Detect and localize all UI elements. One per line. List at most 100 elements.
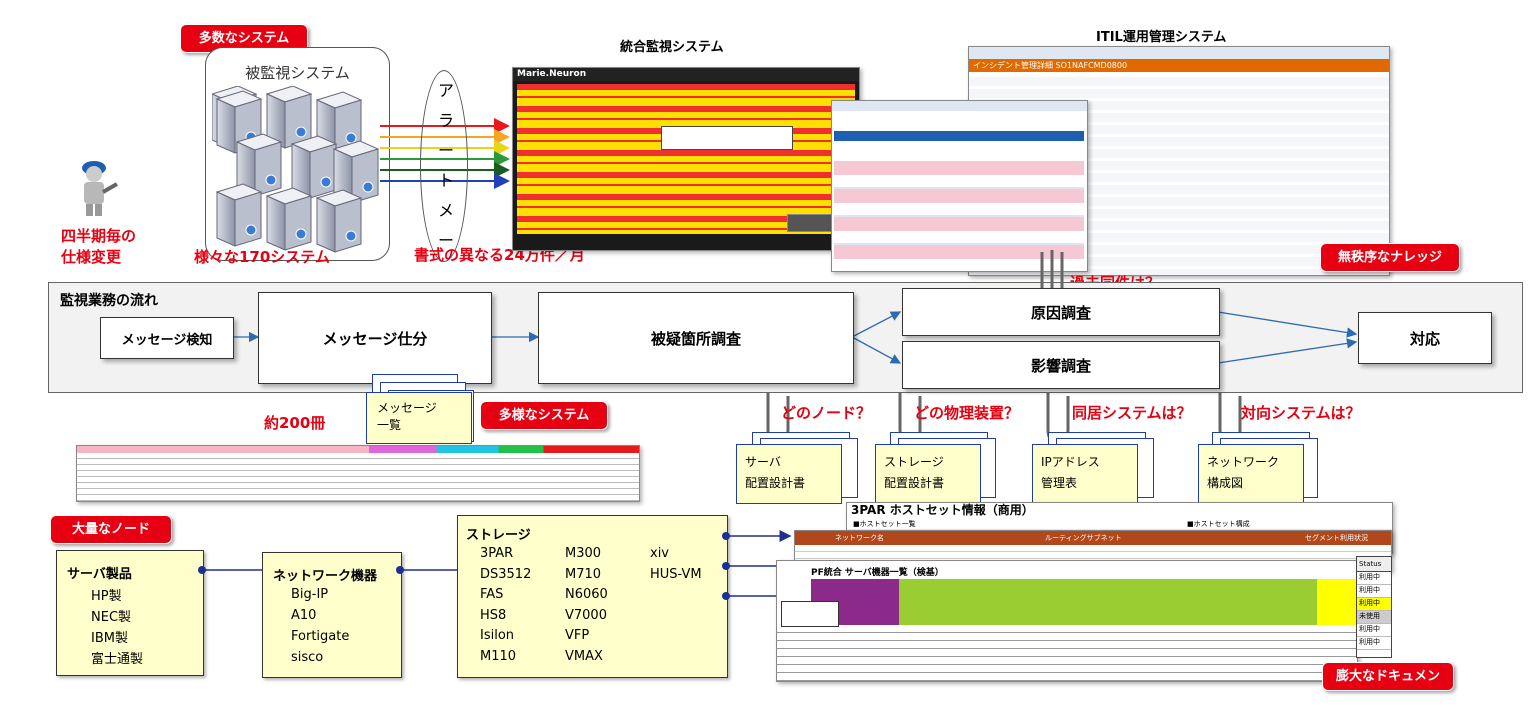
question-which-device: どの物理装置？: [914, 404, 1020, 422]
network-device-a10: A10: [291, 608, 317, 623]
server-connector-dot: [198, 566, 206, 574]
network-device-sisco: sisco: [291, 650, 324, 665]
sheet-network-h1: ネットワーク名: [835, 534, 884, 542]
message-count: 約200冊: [264, 414, 326, 432]
network-device-fortigate: Fortigate: [291, 629, 350, 644]
alert-char-6: ー: [437, 231, 454, 250]
alert-char-1: ア: [437, 81, 454, 100]
storage-item: M300: [565, 546, 602, 561]
status-row: 利用中: [1357, 598, 1391, 611]
network-devices-title: ネットワーク機器: [273, 569, 378, 584]
server-products-box: サーバ製品 HP製 NEC製 IBM製 富士通製: [56, 550, 204, 676]
tag-many-systems-mid: 多様なシステム: [480, 401, 608, 430]
integrated-monitor-header: Marie.Neuron: [513, 68, 859, 81]
doc-ip-line2: 管理表: [1041, 476, 1078, 490]
storage-item: DS3512: [480, 566, 532, 582]
monitored-systems-panel: 被監視システム: [205, 47, 390, 261]
network-devices-box: ネットワーク機器 Big-IP A10 Fortigate sisco: [262, 552, 402, 678]
alert-char-3: ー: [437, 141, 454, 160]
alert-label-text: ア ラ ー ト メ ー: [436, 76, 456, 256]
storage-col1: 3PAR DS3512 FAS HS8 Isilon M110: [480, 544, 531, 667]
sheet-3par-title: 3PAR ホストセット情報（商用）: [851, 503, 1034, 517]
message-list-line2: 一覧: [377, 418, 402, 432]
status-row: 利用中: [1357, 585, 1391, 598]
message-list-line1: メッセージ: [377, 401, 437, 415]
storage-title: ストレージ: [466, 528, 531, 543]
itil-screenshot-front: [831, 100, 1088, 272]
doc-network-line2: 構成図: [1207, 476, 1244, 490]
storage-col2: M300 M710 N6060 V7000 VFP VMAX: [565, 544, 608, 667]
itil-title: ITIL運用管理システム: [1096, 30, 1227, 45]
message-spreadsheet: [76, 445, 640, 502]
question-cohabiting-systems: 同居システムは？: [1072, 404, 1192, 422]
doc-server-line2: 配置設計書: [745, 476, 806, 490]
server-products-title: サーバ製品: [67, 567, 132, 582]
systems-count: 様々な170システム: [194, 248, 330, 266]
status-row: 利用中: [1357, 637, 1391, 650]
storage-item: HS8: [480, 607, 507, 623]
alert-char-5: メ: [437, 201, 454, 220]
monitored-systems-title: 被監視システム: [245, 64, 350, 82]
status-row: 利用中: [1357, 624, 1391, 637]
flow-impact-investigation: 影響調査: [902, 341, 1220, 389]
sheet-server-title: PF統合 サーバ機器一覧（検基）: [811, 568, 944, 578]
flow-suspect-search: 被疑箇所調査: [538, 292, 854, 384]
storage-box: ストレージ 3PAR DS3512 FAS HS8 Isilon M110 M3…: [457, 515, 728, 678]
network-device-bigip: Big-IP: [291, 587, 329, 602]
doc-ip-line1: IPアドレス: [1041, 455, 1100, 469]
workflow-label: 監視業務の流れ: [60, 293, 158, 309]
storage-item: VMAX: [565, 648, 603, 664]
flow-cause-investigation: 原因調査: [902, 288, 1220, 336]
flow-message-sort: メッセージ仕分: [258, 292, 492, 384]
integrated-monitor-screenshot: Marie.Neuron: [512, 67, 860, 251]
storage-item: N6060: [565, 587, 608, 602]
itil-header-bar: インシデント管理詳細 SO1NAFCMD0800: [969, 59, 1389, 72]
sheet-network-h3: セグメント利用状況: [1305, 534, 1368, 542]
flow-respond: 対応: [1358, 312, 1492, 364]
tag-disorder-knowledge: 無秩序なナレッジ: [1320, 243, 1460, 272]
storage-item: HUS-VM: [650, 566, 702, 582]
sheet-3par-sub1: ■ホストセット一覧: [853, 520, 916, 528]
integrated-monitor-title: 統合監視システム: [620, 40, 724, 55]
status-column: Status 利用中 利用中 利用中 未使用 利用中 利用中: [1356, 556, 1392, 658]
alert-char-4: ト: [437, 171, 454, 190]
storage-item: FAS: [480, 587, 504, 602]
network-connector-dot: [396, 566, 404, 574]
storage-item: M110: [480, 648, 517, 664]
quarterly-change-line2: 仕様変更: [61, 248, 122, 266]
storage-item: Isilon: [480, 628, 515, 643]
status-header: Status: [1357, 557, 1391, 572]
sheet-server-list: PF統合 サーバ機器一覧（検基）: [776, 560, 1358, 682]
tag-huge-docs: 膨大なドキュメント: [1322, 662, 1454, 711]
alert-rows: [517, 84, 855, 234]
doc-storage-line2: 配置設計書: [884, 476, 945, 490]
status-row: 未使用: [1357, 611, 1391, 624]
server-product-nec: NEC製: [91, 610, 132, 625]
server-cluster-icon: [212, 86, 379, 253]
alert-char-2: ラ: [437, 111, 454, 130]
storage-connector-dot-2: [722, 562, 730, 570]
alert-label-ellipse: [420, 70, 468, 262]
doc-storage-line1: ストレージ: [884, 455, 944, 469]
sheet-network-h2: ルーティングサブネット: [1045, 534, 1122, 542]
status-row: 利用中: [1357, 572, 1391, 585]
worker-icon: [82, 161, 118, 216]
alert-popup: [661, 126, 793, 150]
question-which-node: どのノード？: [781, 404, 872, 422]
storage-item: VFP: [565, 628, 590, 643]
storage-item: M710: [565, 566, 602, 582]
server-product-ibm: IBM製: [91, 631, 128, 646]
storage-col3: xiv HUS-VM: [650, 544, 702, 585]
quarterly-change-line1: 四半期毎の: [61, 227, 137, 245]
server-product-hp: HP製: [91, 589, 122, 604]
question-opposite-systems: 対向システムは？: [1241, 404, 1361, 422]
storage-item: V7000: [565, 607, 607, 623]
tag-mass-nodes: 大量なノード: [50, 515, 172, 544]
integrated-monitor-logo: Marie.Neuron: [517, 69, 587, 79]
sheet-3par-sub2: ■ホストセット構成: [1187, 520, 1250, 528]
doc-server-line1: サーバ: [745, 455, 781, 469]
server-product-fujitsu: 富士通製: [91, 652, 144, 667]
storage-item: xiv: [650, 546, 669, 561]
storage-connector-dot-3: [722, 592, 730, 600]
storage-item: 3PAR: [480, 546, 514, 561]
